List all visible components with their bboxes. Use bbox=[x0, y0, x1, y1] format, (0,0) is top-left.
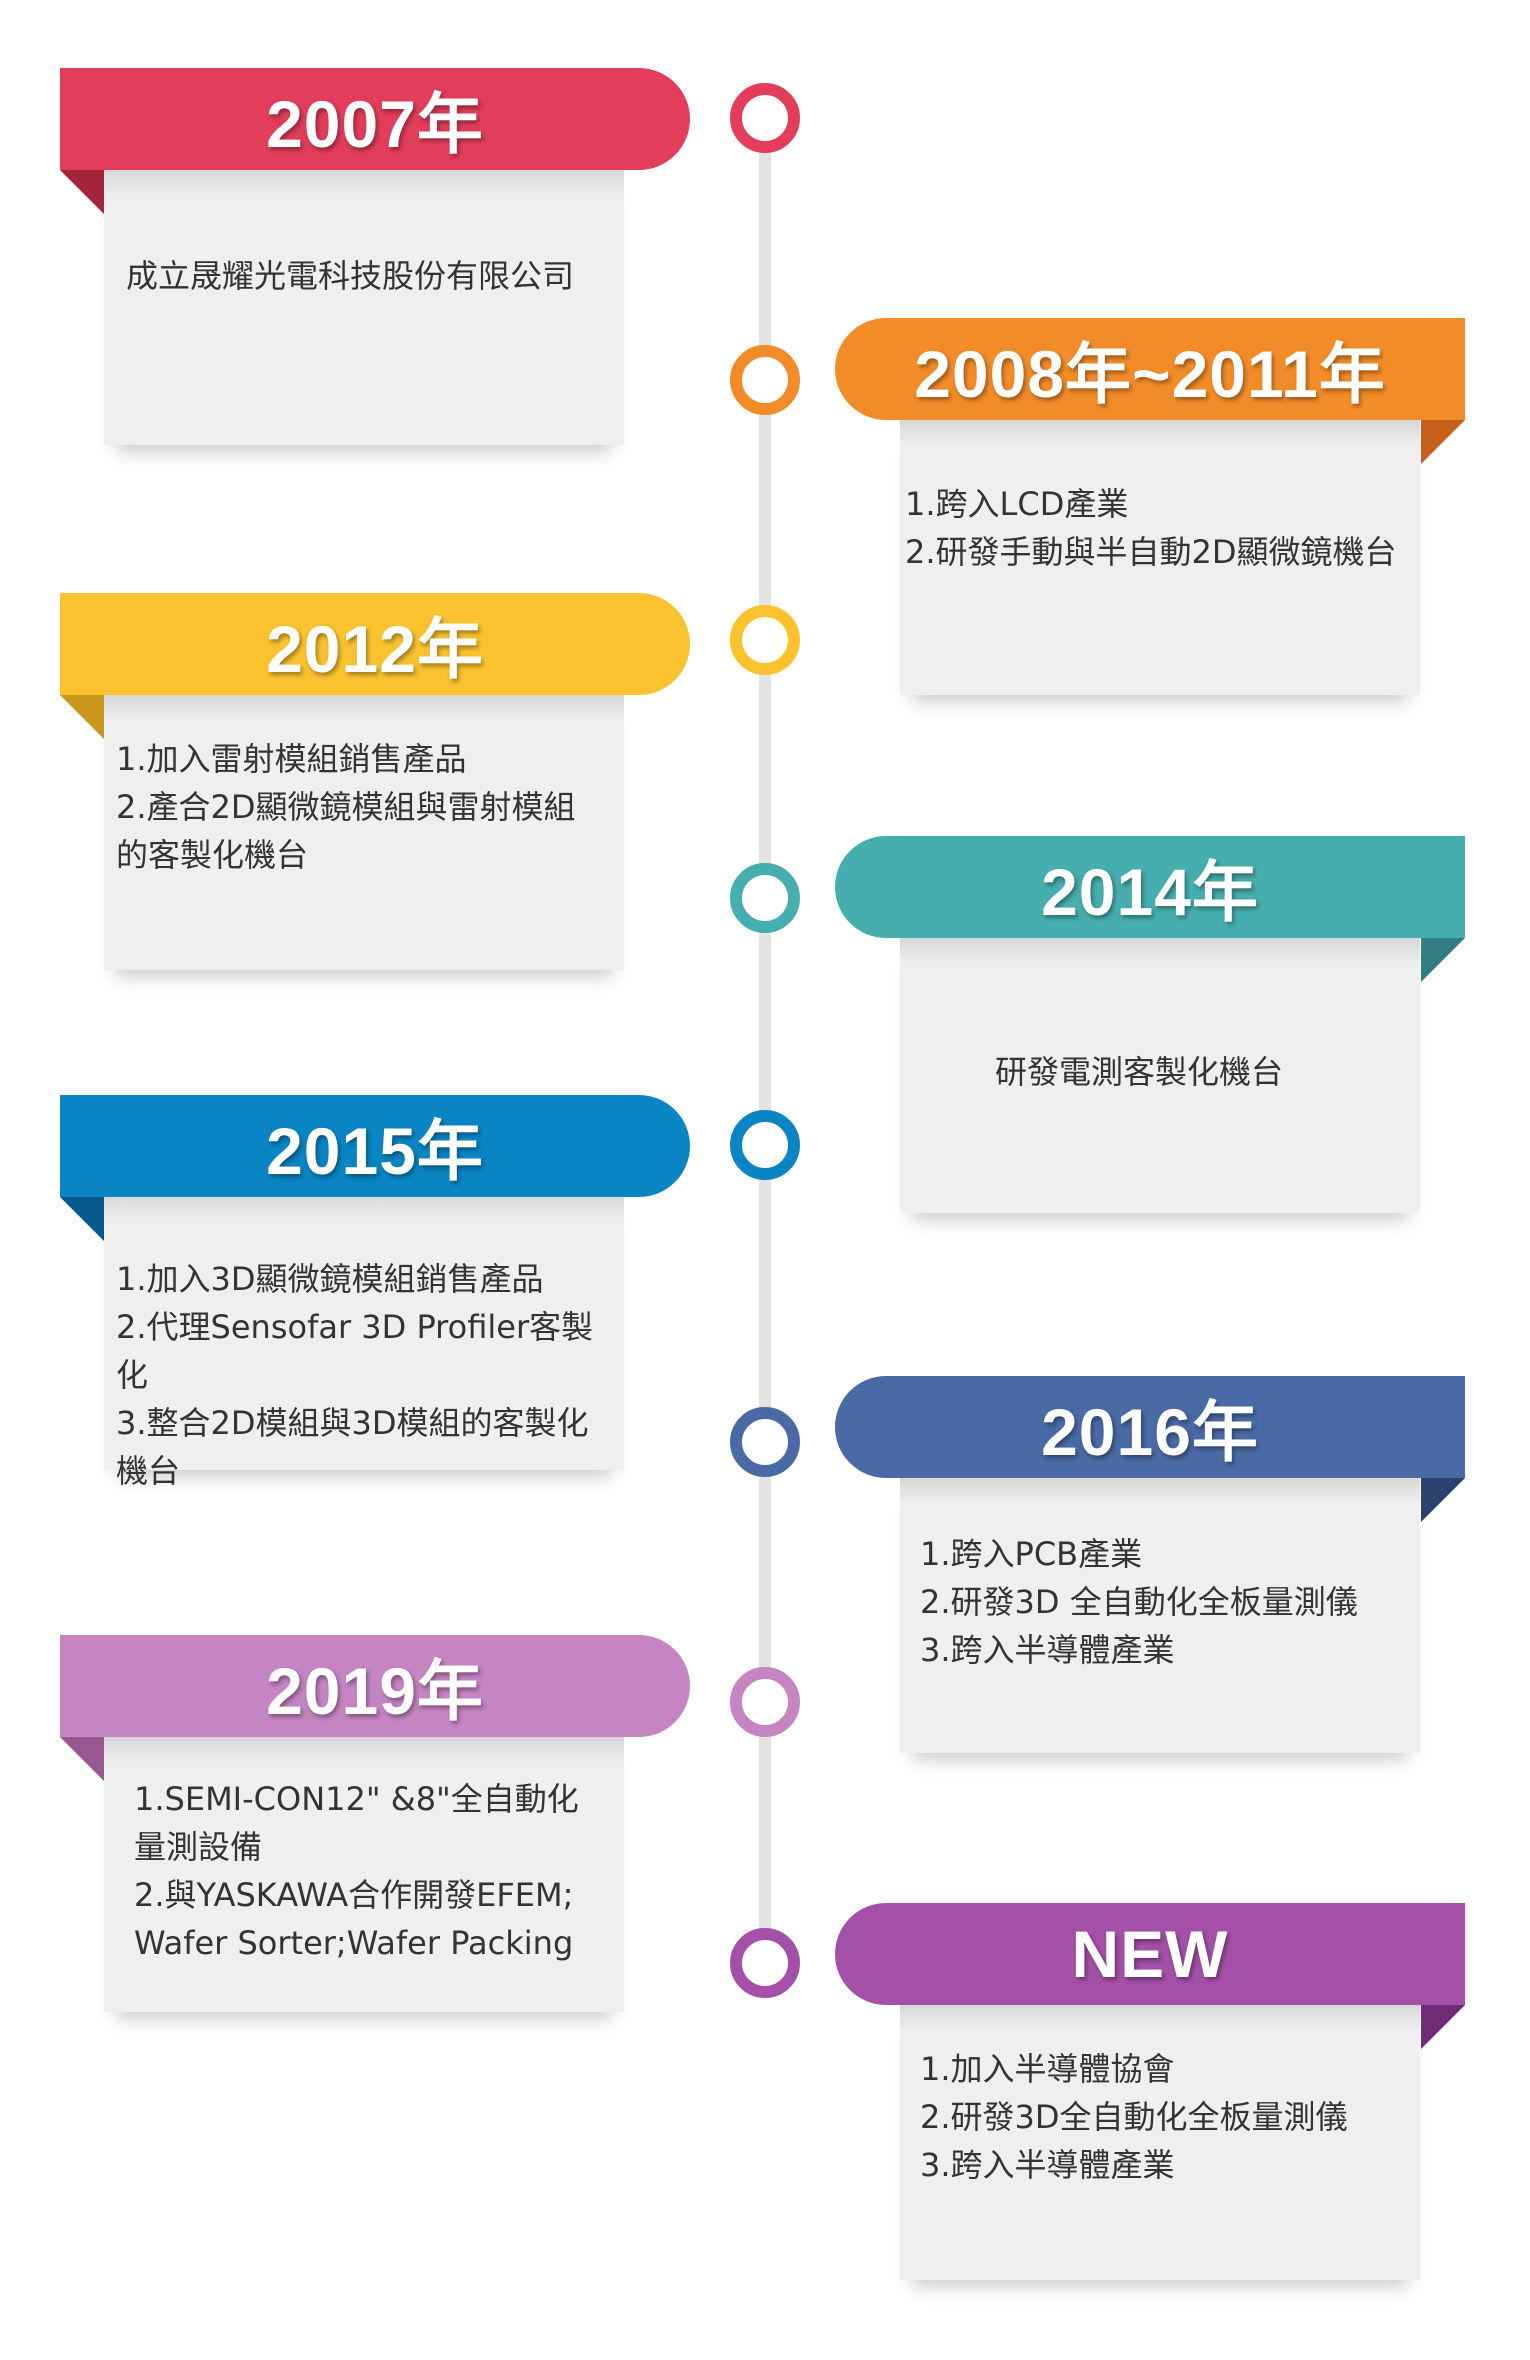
year-banner: 2016年 bbox=[835, 1376, 1465, 1478]
year-label: 2007年 bbox=[266, 87, 484, 161]
milestone-card: 1.跨入PCB產業 2.研發3D 全自動化全板量測儀 3.跨入半導體產業 bbox=[900, 1478, 1420, 1753]
timeline-node bbox=[730, 863, 800, 933]
milestone-items: 1.加入半導體協會 2.研發3D全自動化全板量測儀 3.跨入半導體產業 bbox=[920, 2045, 1420, 2189]
milestone-item: 1.跨入PCB產業 bbox=[920, 1535, 1143, 1573]
timeline-node bbox=[730, 1928, 800, 1998]
banner-fold bbox=[1421, 938, 1465, 982]
timeline-node bbox=[730, 605, 800, 675]
year-label: 2016年 bbox=[1041, 1395, 1259, 1469]
milestone-item: 2.研發3D全自動化全板量測儀 bbox=[920, 2098, 1348, 2136]
milestone-items: 1.加入雷射模組銷售產品 2.產合2D顯微鏡模組與雷射模組 的客製化機台 bbox=[116, 735, 606, 879]
milestone-items: 1.加入3D顯微鏡模組銷售產品 2.代理Sensofar 3D Profiler客… bbox=[116, 1255, 616, 1495]
milestone-card: 研發電測客製化機台 bbox=[900, 938, 1420, 1213]
milestone-item: 2.研發3D 全自動化全板量測儀 bbox=[920, 1583, 1358, 1621]
timeline-node bbox=[730, 1407, 800, 1477]
milestone-items: 1.跨入LCD產業 2.研發手動與半自動2D顯微鏡機台 bbox=[905, 480, 1425, 576]
milestone-item: 2.研發手動與半自動2D顯微鏡機台 bbox=[905, 533, 1397, 571]
timeline-node bbox=[730, 1667, 800, 1737]
milestone-item: 1.SEMI-CON12" &8"全自動化 量測設備 bbox=[134, 1780, 579, 1866]
banner-fold bbox=[60, 695, 104, 739]
milestone-item: 成立晟耀光電科技股份有限公司 bbox=[126, 257, 575, 295]
year-label: 2012年 bbox=[266, 612, 484, 686]
milestone-item: 3.整合2D模組與3D模組的客製化 機台 bbox=[116, 1404, 589, 1490]
year-banner: 2007年 bbox=[60, 68, 690, 170]
milestone-item: 1.跨入LCD產業 bbox=[905, 485, 1129, 523]
year-label: 2014年 bbox=[1041, 855, 1259, 929]
milestone-item: 1.加入3D顯微鏡模組銷售產品 bbox=[116, 1260, 544, 1298]
milestone-card: 1.加入3D顯微鏡模組銷售產品 2.代理Sensofar 3D Profiler客… bbox=[104, 1195, 624, 1490]
milestone-card: 成立晟耀光電科技股份有限公司 bbox=[104, 170, 624, 445]
year-banner: 2014年 bbox=[835, 836, 1465, 938]
milestone-item: 2.與YASKAWA合作開發EFEM; Wafer Sorter;Wafer P… bbox=[134, 1876, 574, 1962]
year-banner: 2012年 bbox=[60, 593, 690, 695]
timeline-node bbox=[730, 1110, 800, 1180]
banner-fold bbox=[1421, 2005, 1465, 2049]
milestone-items: 成立晟耀光電科技股份有限公司 bbox=[126, 252, 616, 300]
milestone-item: 研發電測客製化機台 bbox=[995, 1053, 1284, 1091]
milestone-item: 3.跨入半導體產業 bbox=[920, 2146, 1175, 2184]
year-label: NEW bbox=[1071, 1917, 1229, 1991]
milestone-item: 1.加入半導體協會 bbox=[920, 2050, 1175, 2088]
banner-fold bbox=[1421, 420, 1465, 464]
milestone-card: 1.跨入LCD產業 2.研發手動與半自動2D顯微鏡機台 bbox=[900, 420, 1420, 695]
milestone-items: 1.SEMI-CON12" &8"全自動化 量測設備 2.與YASKAWA合作開發… bbox=[134, 1775, 604, 1967]
year-banner: NEW bbox=[835, 1903, 1465, 2005]
milestone-item: 1.加入雷射模組銷售產品 bbox=[116, 740, 467, 778]
banner-fold bbox=[60, 1197, 104, 1241]
milestone-item: 2.代理Sensofar 3D Profiler客製化 bbox=[116, 1308, 594, 1394]
timeline-line bbox=[759, 110, 771, 1960]
banner-fold bbox=[60, 1737, 104, 1781]
milestone-items: 研發電測客製化機台 bbox=[995, 1048, 1415, 1096]
timeline-node bbox=[730, 83, 800, 153]
year-banner: 2019年 bbox=[60, 1635, 690, 1737]
milestone-item: 2.產合2D顯微鏡模組與雷射模組 的客製化機台 bbox=[116, 788, 576, 874]
banner-fold bbox=[60, 170, 104, 214]
timeline-node bbox=[730, 345, 800, 415]
year-label: 2015年 bbox=[266, 1114, 484, 1188]
banner-fold bbox=[1421, 1478, 1465, 1522]
milestone-card: 1.SEMI-CON12" &8"全自動化 量測設備 2.與YASKAWA合作開發… bbox=[104, 1737, 624, 2012]
milestone-card: 1.加入雷射模組銷售產品 2.產合2D顯微鏡模組與雷射模組 的客製化機台 bbox=[104, 695, 624, 970]
milestone-item: 3.跨入半導體產業 bbox=[920, 1631, 1175, 1669]
milestone-items: 1.跨入PCB產業 2.研發3D 全自動化全板量測儀 3.跨入半導體產業 bbox=[920, 1530, 1420, 1674]
year-banner: 2015年 bbox=[60, 1095, 690, 1197]
year-label: 2019年 bbox=[266, 1654, 484, 1728]
year-label: 2008年~2011年 bbox=[914, 337, 1386, 411]
milestone-card: 1.加入半導體協會 2.研發3D全自動化全板量測儀 3.跨入半導體產業 bbox=[900, 2005, 1420, 2280]
year-banner: 2008年~2011年 bbox=[835, 318, 1465, 420]
